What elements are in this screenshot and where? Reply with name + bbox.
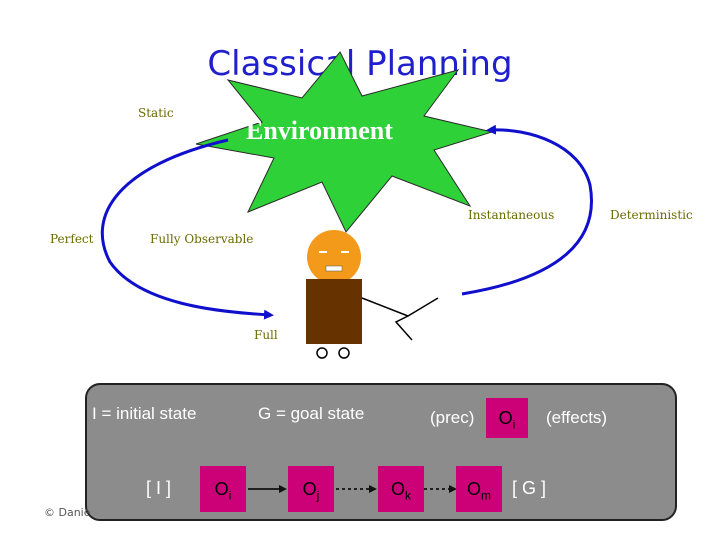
agent-body [306, 279, 362, 344]
agent-face [307, 230, 361, 284]
precondition-label: (prec) [430, 408, 475, 427]
operator-sub: j [316, 488, 320, 503]
operator-box-j: Oj [288, 466, 334, 512]
effects-label: (effects) [546, 408, 608, 427]
operator-template-letter: O [498, 408, 513, 428]
operator-box-i: Oi [200, 466, 246, 512]
agent-arm [361, 297, 413, 341]
operator-letter: O [390, 479, 405, 499]
copyright-text: © Danie [44, 506, 91, 519]
agent-mouth [325, 265, 343, 272]
operator-sub: m [481, 488, 491, 503]
right-cycle-arrow [461, 124, 593, 296]
property-fully-observable: Fully Observable [150, 232, 254, 246]
initial-state-bracket: [ I ] [146, 478, 172, 498]
agent-left-foot [316, 347, 328, 359]
operator-letter: O [214, 479, 229, 499]
property-deterministic: Deterministic [610, 208, 693, 222]
agent-arm-lower [407, 297, 439, 317]
goal-state-definition: G = goal state [258, 404, 365, 423]
environment-star [195, 51, 494, 233]
environment-label: Environment [246, 116, 393, 145]
operator-template-box: Oi [486, 398, 528, 438]
operator-letter: O [466, 479, 481, 499]
operator-box-m: Om [456, 466, 502, 512]
goal-state-bracket: [ G ] [512, 478, 547, 498]
property-perfect: Perfect [50, 232, 94, 246]
property-static: Static [138, 106, 174, 120]
operator-sub: k [405, 488, 411, 503]
operator-box-k: Ok [378, 466, 424, 512]
operator-sub: i [228, 488, 232, 503]
operator-letter: O [302, 479, 317, 499]
operator-template-sub: i [512, 417, 516, 432]
property-instantaneous: Instantaneous [468, 208, 555, 222]
left-cycle-arrow [100, 138, 274, 320]
slide-title: Classical Planning [207, 44, 513, 84]
initial-state-definition: I = initial state [92, 404, 197, 423]
agent-right-foot [338, 347, 350, 359]
property-full: Full [254, 328, 278, 342]
